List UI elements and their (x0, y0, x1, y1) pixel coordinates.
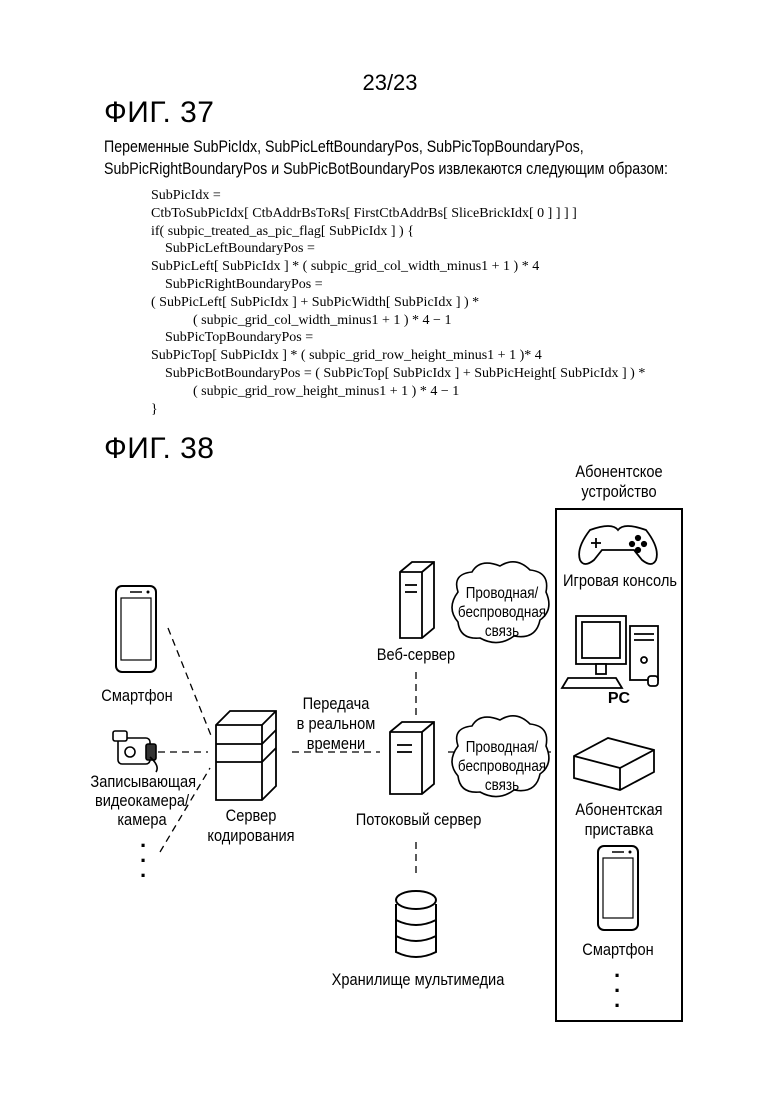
smartphone-right-icon (598, 846, 638, 930)
web-server-icon (400, 562, 434, 638)
streaming-server-icon (390, 722, 434, 794)
set-top-box-icon (574, 738, 654, 790)
smartphone-right-label: Смартфон (570, 940, 666, 960)
smartphone-left-label: Смартфон (98, 686, 175, 706)
streaming-server-label: Потоковый сервер (356, 810, 476, 830)
storage-icon (396, 891, 436, 957)
gamepad-icon (579, 526, 657, 564)
camcorder-icon (113, 731, 157, 772)
subscriber-device-label: Абонентское устройство (565, 462, 673, 502)
pc-label: PC (556, 690, 682, 708)
wired-wireless-label-2: Проводная/ беспроводная связь (457, 738, 548, 795)
web-server-label: Веб-сервер (359, 645, 473, 665)
camcorder-label: Записывающая видеокамера/ камера (90, 772, 193, 829)
game-console-label: Игровая консоль (562, 571, 679, 591)
encoding-server-label: Сервер кодирования (204, 806, 299, 846)
link-smartphone-encoder (168, 628, 212, 738)
more-devices-dots-right: · · · (614, 968, 621, 1013)
wired-wireless-label-1: Проводная/ беспроводная связь (457, 584, 548, 641)
media-storage-label: Хранилище мультимедиа (332, 970, 499, 990)
more-devices-dots-left: · · · (140, 838, 147, 883)
encoding-server-icon (216, 711, 276, 800)
smartphone-left-icon (116, 586, 156, 672)
realtime-transfer-label: Передача в реальном времени (291, 694, 380, 754)
pc-icon (562, 616, 658, 688)
set-top-box-label: Абонентская приставка (565, 800, 673, 840)
